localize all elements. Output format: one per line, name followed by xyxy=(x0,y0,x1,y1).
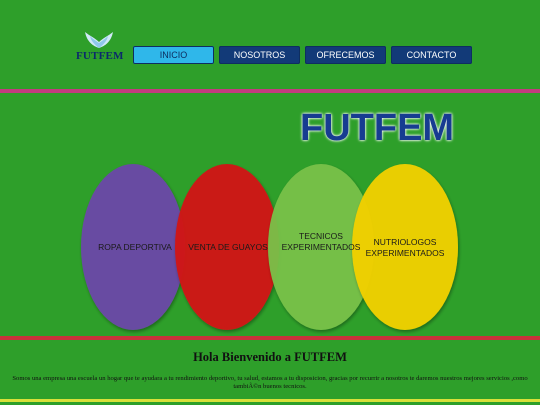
circle-label-nutriologos: NUTRIOLOGOS EXPERIMENTADOS xyxy=(365,237,445,258)
circle-tecnicos[interactable] xyxy=(268,164,374,330)
welcome-heading: Hola Bienvenido a FUTFEM xyxy=(193,350,347,364)
site-logo[interactable]: FUTFEM xyxy=(76,30,124,64)
nav-inicio[interactable]: INICIO xyxy=(133,46,214,64)
welcome-text: Somos una empresa una escuela un hogar q… xyxy=(12,375,528,390)
circle-label-ropa: ROPA DEPORTIVA xyxy=(98,242,172,252)
nav-ofrecemos[interactable]: OFRECEMOS xyxy=(305,46,386,64)
services-graphic xyxy=(81,164,458,330)
circle-nutriologos[interactable] xyxy=(352,164,458,330)
middle-divider xyxy=(0,336,540,340)
wings-icon xyxy=(85,32,113,48)
circle-label-guayos: VENTA DE GUAYOS xyxy=(188,242,268,252)
bottom-divider xyxy=(0,399,540,402)
top-divider xyxy=(0,89,540,93)
nav-contacto[interactable]: CONTACTO xyxy=(391,46,472,64)
hero-title: FUTFEM xyxy=(300,107,455,149)
circle-label-tecnicos: TECNICOS EXPERIMENTADOS xyxy=(281,231,361,252)
logo-text: FUTFEM xyxy=(76,50,124,62)
circle-ropa-deportiva[interactable] xyxy=(81,164,185,330)
nav-nosotros[interactable]: NOSOTROS xyxy=(219,46,300,64)
circle-venta-guayos[interactable] xyxy=(175,164,279,330)
